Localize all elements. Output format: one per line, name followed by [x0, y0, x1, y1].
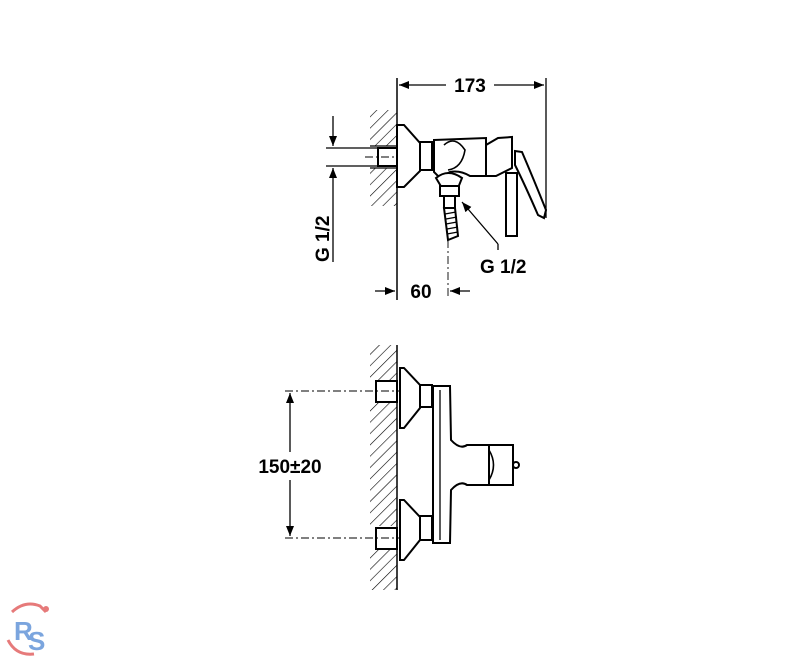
dimension-width: 173: [399, 76, 547, 218]
svg-text:S: S: [28, 626, 45, 656]
dim-inlet-thread-label: G 1/2: [313, 216, 334, 262]
union-nut: [419, 141, 433, 171]
dimension-outlet-thread: G 1/2: [461, 201, 526, 278]
dimension-depth: 60: [375, 240, 470, 303]
nut-bottom: [419, 515, 433, 541]
dim-centers-label: 150±20: [258, 457, 321, 478]
inlet-pipe-top: [375, 380, 398, 403]
top-view: 173 G 1/2 G 1/2 60: [313, 76, 548, 303]
lever-handle: [485, 135, 513, 177]
dim-outlet-thread-label: G 1/2: [480, 257, 526, 278]
dimension-inlet-thread: G 1/2: [313, 116, 390, 262]
wall-section: [370, 345, 398, 590]
wall-flange: [396, 124, 421, 188]
front-view: 150±20: [258, 345, 520, 590]
wall-section: [370, 78, 398, 300]
rs-logo: R S: [6, 602, 49, 656]
flange-top: [399, 367, 421, 429]
dimension-centers: 150±20: [258, 393, 322, 536]
cartridge-cap: [488, 444, 514, 486]
inlet-pipe-bottom: [375, 527, 398, 550]
dim-width-label: 173: [454, 76, 486, 97]
lever-blade: [505, 172, 518, 237]
svg-text:R: R: [14, 616, 33, 646]
lever-arm: [514, 149, 548, 220]
nut-top: [419, 384, 433, 408]
hose-outlet: [434, 172, 464, 242]
dim-depth-label: 60: [410, 282, 431, 303]
flange-bottom: [399, 499, 421, 561]
